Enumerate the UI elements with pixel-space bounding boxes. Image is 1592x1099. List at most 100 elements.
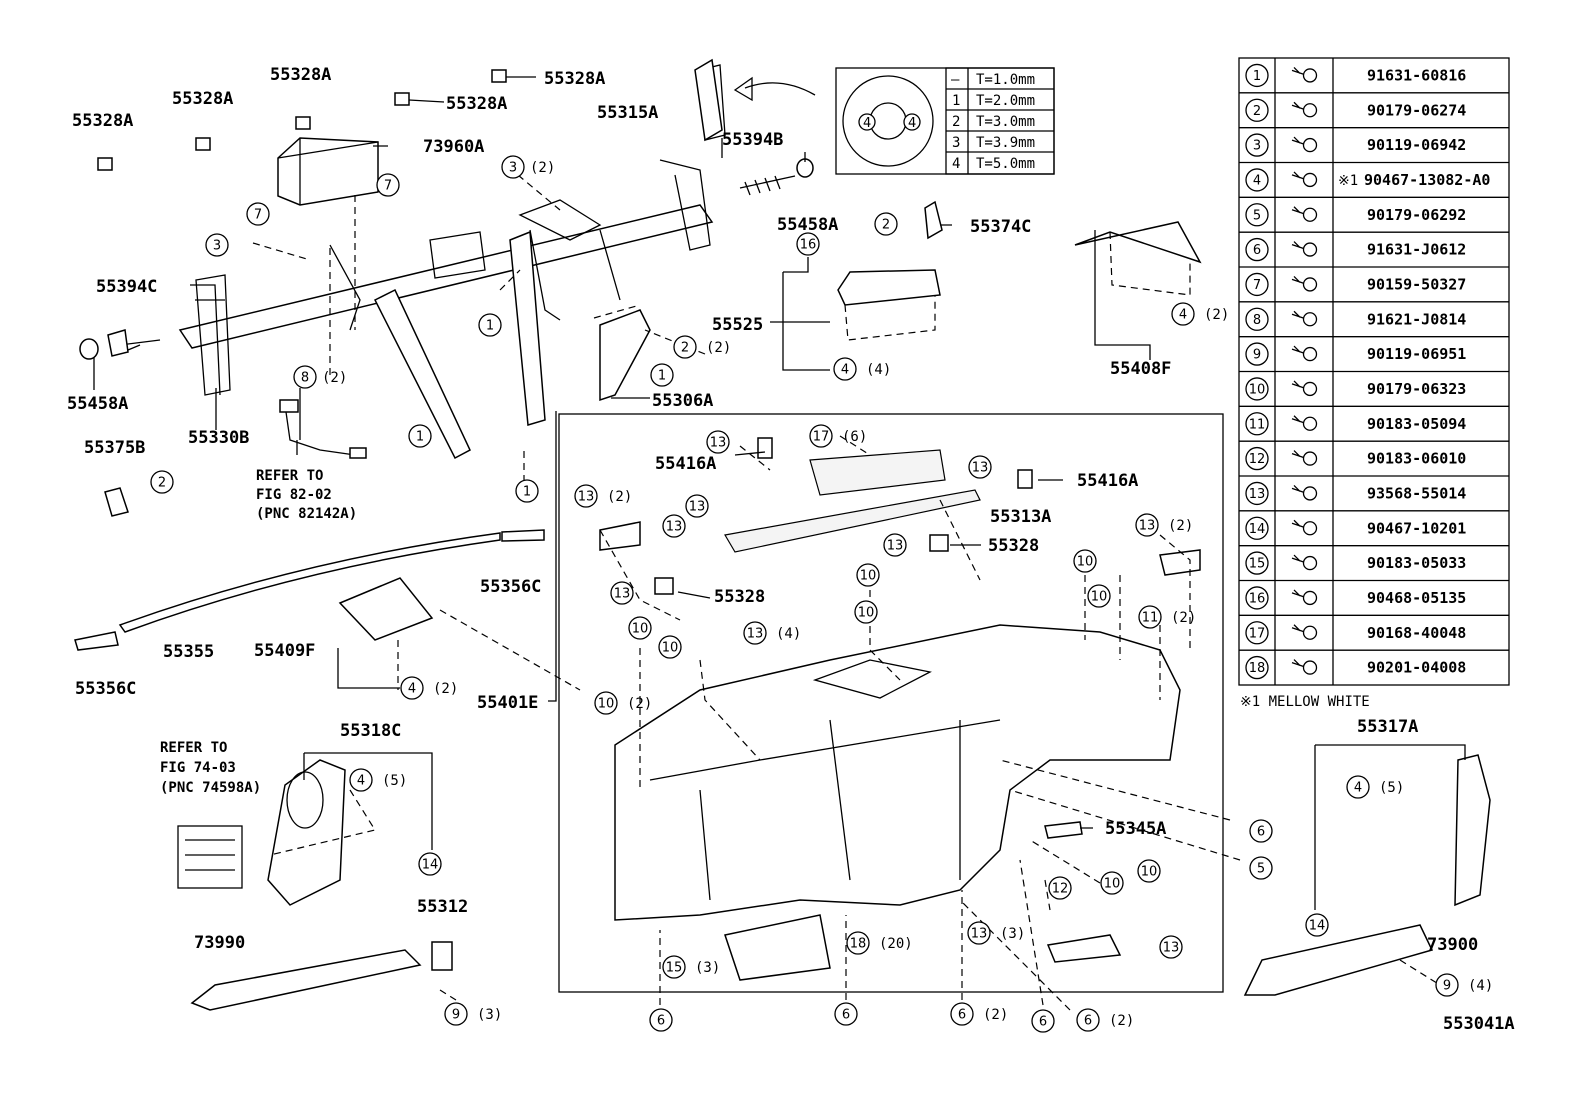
callout-number: 4: [357, 774, 365, 789]
fastener-index-circle: [1245, 481, 1269, 506]
fastener-icon: [1291, 310, 1318, 327]
callout-circle: [205, 233, 229, 257]
part-label: 55345A: [1105, 819, 1166, 839]
part-label: 55375B: [84, 438, 145, 458]
clip-shape: [394, 92, 410, 106]
fastener-part-number: 93568-55014: [1367, 484, 1466, 502]
fastener-icon: [1291, 136, 1318, 153]
part-label: 73900: [1427, 935, 1478, 955]
fastener-index-circle: [1245, 307, 1269, 331]
callout-number: 13: [1163, 941, 1180, 956]
fastener-part-number: 90179-06323: [1367, 380, 1466, 398]
callout-circle: [673, 335, 697, 359]
side-cover-shape: [1454, 754, 1491, 907]
part-label: 55374C: [970, 217, 1031, 237]
fastener-icon: [1291, 554, 1318, 571]
callout-circle: [1135, 513, 1159, 537]
thickness-table: — T=1.0mm 1 T=2.0mm 2 T=3.0mm 3 T=3.9mm …: [858, 67, 1055, 175]
callout-number: 10: [1091, 590, 1108, 605]
callout-number: 6: [657, 1014, 665, 1029]
tray-shape: [724, 914, 831, 981]
callout-circle: [1159, 935, 1183, 959]
fastener-index: 4: [1253, 173, 1261, 188]
qty-label: (5): [382, 773, 407, 789]
callout-number: 8: [301, 371, 309, 386]
callout-circle: [968, 455, 992, 479]
reference-notes: REFER TO FIG 82-02 (PNC 82142A) REFER TO…: [160, 468, 1370, 796]
defroster-nozzle-shape: [724, 489, 981, 553]
part-label: 55328A: [544, 69, 605, 89]
qty-labels: (2) (2) (2) (4) (2) (6) (2) (2) (4) (2) …: [322, 160, 1493, 1029]
callout-circle: [246, 202, 270, 226]
callout-circle: [834, 1002, 858, 1026]
fastener-index-circle: [1245, 237, 1269, 262]
fastener-part-number: 90179-06274: [1367, 101, 1466, 119]
callout-circle: [706, 430, 730, 454]
part-label: 55328: [988, 536, 1039, 556]
fastener-index-circle: [1245, 342, 1269, 366]
fastener-index: 9: [1253, 348, 1261, 363]
fastener-icon: [1291, 659, 1318, 675]
thickness-value: T=3.0mm: [976, 114, 1035, 130]
fastener-index-circle: [1245, 203, 1269, 227]
instrument-panel-shape: [614, 624, 1181, 921]
qty-label: (2): [1171, 610, 1196, 626]
callout-number: 2: [681, 341, 689, 356]
callout-circle: [1100, 871, 1124, 895]
fastener-index: 8: [1253, 313, 1261, 328]
refer-note-line: REFER TO: [256, 468, 323, 484]
callout-circle: [685, 494, 709, 518]
fastener-index-circle: [1245, 133, 1269, 157]
callout-number: 11: [1142, 611, 1159, 626]
callout-number: 5: [1257, 862, 1265, 877]
callout-number: 1: [416, 430, 424, 445]
fastener-index-circle: [1245, 655, 1269, 680]
callout-circle: [743, 621, 767, 645]
callout-number: 3: [509, 161, 517, 176]
part-label: 55306A: [652, 391, 713, 411]
callout-number: 18: [850, 937, 867, 952]
part-labels: 55328A 55328A 55328A 55328A 55328A 73960…: [67, 65, 1515, 1034]
spacer-mark: 4: [908, 116, 916, 131]
fastener-prefix: ※1: [1338, 173, 1358, 189]
fastener-icon: [1291, 275, 1318, 292]
fastener-index-circle: [1245, 586, 1269, 610]
callout-circle: [1346, 775, 1370, 799]
callout-circle: [444, 1002, 468, 1026]
callout-circle: [1073, 549, 1097, 573]
callout-number: 6: [1257, 825, 1265, 840]
fastener-icon: [1291, 380, 1318, 397]
fastener-icon: [1291, 345, 1318, 362]
callout-number: 10: [858, 606, 875, 621]
callout-number: 10: [598, 697, 615, 712]
callout-number: 13: [972, 461, 989, 476]
qty-label: (4): [866, 362, 891, 378]
fastener-index: 11: [1249, 417, 1266, 432]
callout-number: 13: [710, 436, 727, 451]
trim-strip-shape: [118, 532, 501, 633]
callout-circle: [650, 363, 674, 387]
airbag-module-shape: [277, 137, 379, 206]
qty-label: (20): [879, 936, 913, 952]
callout-circle: [833, 357, 857, 381]
lower-cover-shape: [190, 949, 422, 1011]
qty-label: (2): [530, 160, 555, 176]
fastener-part-number: 90467-10201: [1367, 519, 1466, 537]
fastener-index: 18: [1249, 661, 1266, 676]
callout-circle: [376, 173, 400, 197]
fastener-part-number: 90119-06942: [1367, 136, 1466, 154]
part-label: 55356C: [480, 577, 541, 597]
fastener-index: 10: [1249, 382, 1266, 397]
callout-number: 13: [887, 539, 904, 554]
thickness-key: —: [951, 72, 960, 88]
fastener-index: 15: [1249, 557, 1266, 572]
callout-circle: [1087, 584, 1111, 608]
callout-circle: [809, 424, 833, 448]
callout-number: 1: [486, 319, 494, 334]
qty-label: (2): [983, 1007, 1008, 1023]
callout-circle: [418, 852, 442, 876]
thickness-key: 4: [952, 156, 960, 172]
fastener-icon: [1291, 415, 1318, 431]
qty-label: (3): [1000, 926, 1025, 942]
